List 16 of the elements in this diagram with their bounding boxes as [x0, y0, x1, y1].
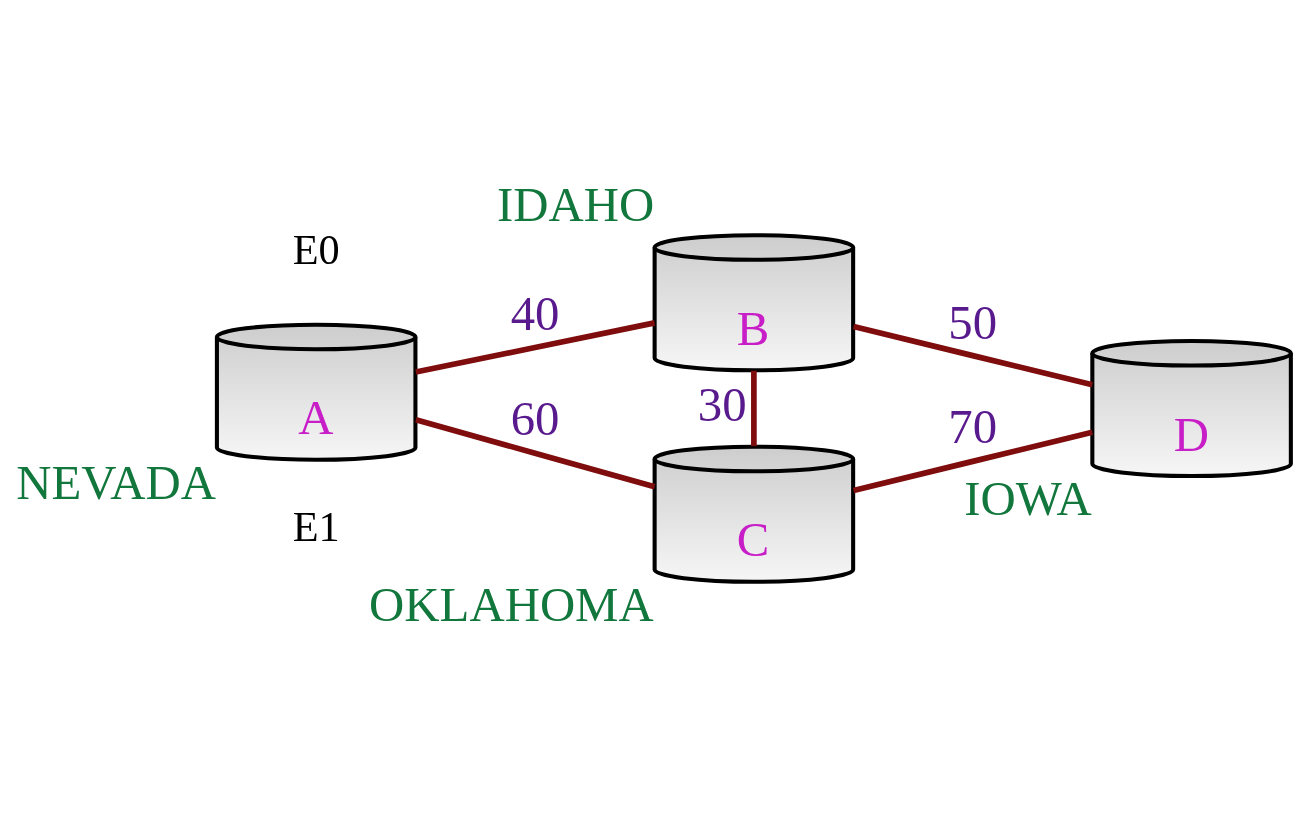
edge-label: 40 [510, 286, 560, 341]
label: E1 [292, 502, 340, 550]
edge-label: 70 [948, 399, 998, 454]
connector [852, 323, 1093, 387]
connector [852, 429, 1093, 493]
connector [415, 319, 656, 375]
connector [415, 416, 656, 490]
node-label: IDAHO [497, 177, 655, 232]
label: E0 [292, 225, 340, 273]
edge-label: 30 [697, 377, 747, 432]
connector [751, 370, 757, 446]
node-label: IOWA [964, 471, 1092, 526]
edge-label: 50 [948, 295, 998, 350]
node-label: NEVADA [16, 455, 216, 510]
node-label: OKLAHOMA [369, 577, 654, 632]
edge-label: 60 [510, 391, 560, 446]
